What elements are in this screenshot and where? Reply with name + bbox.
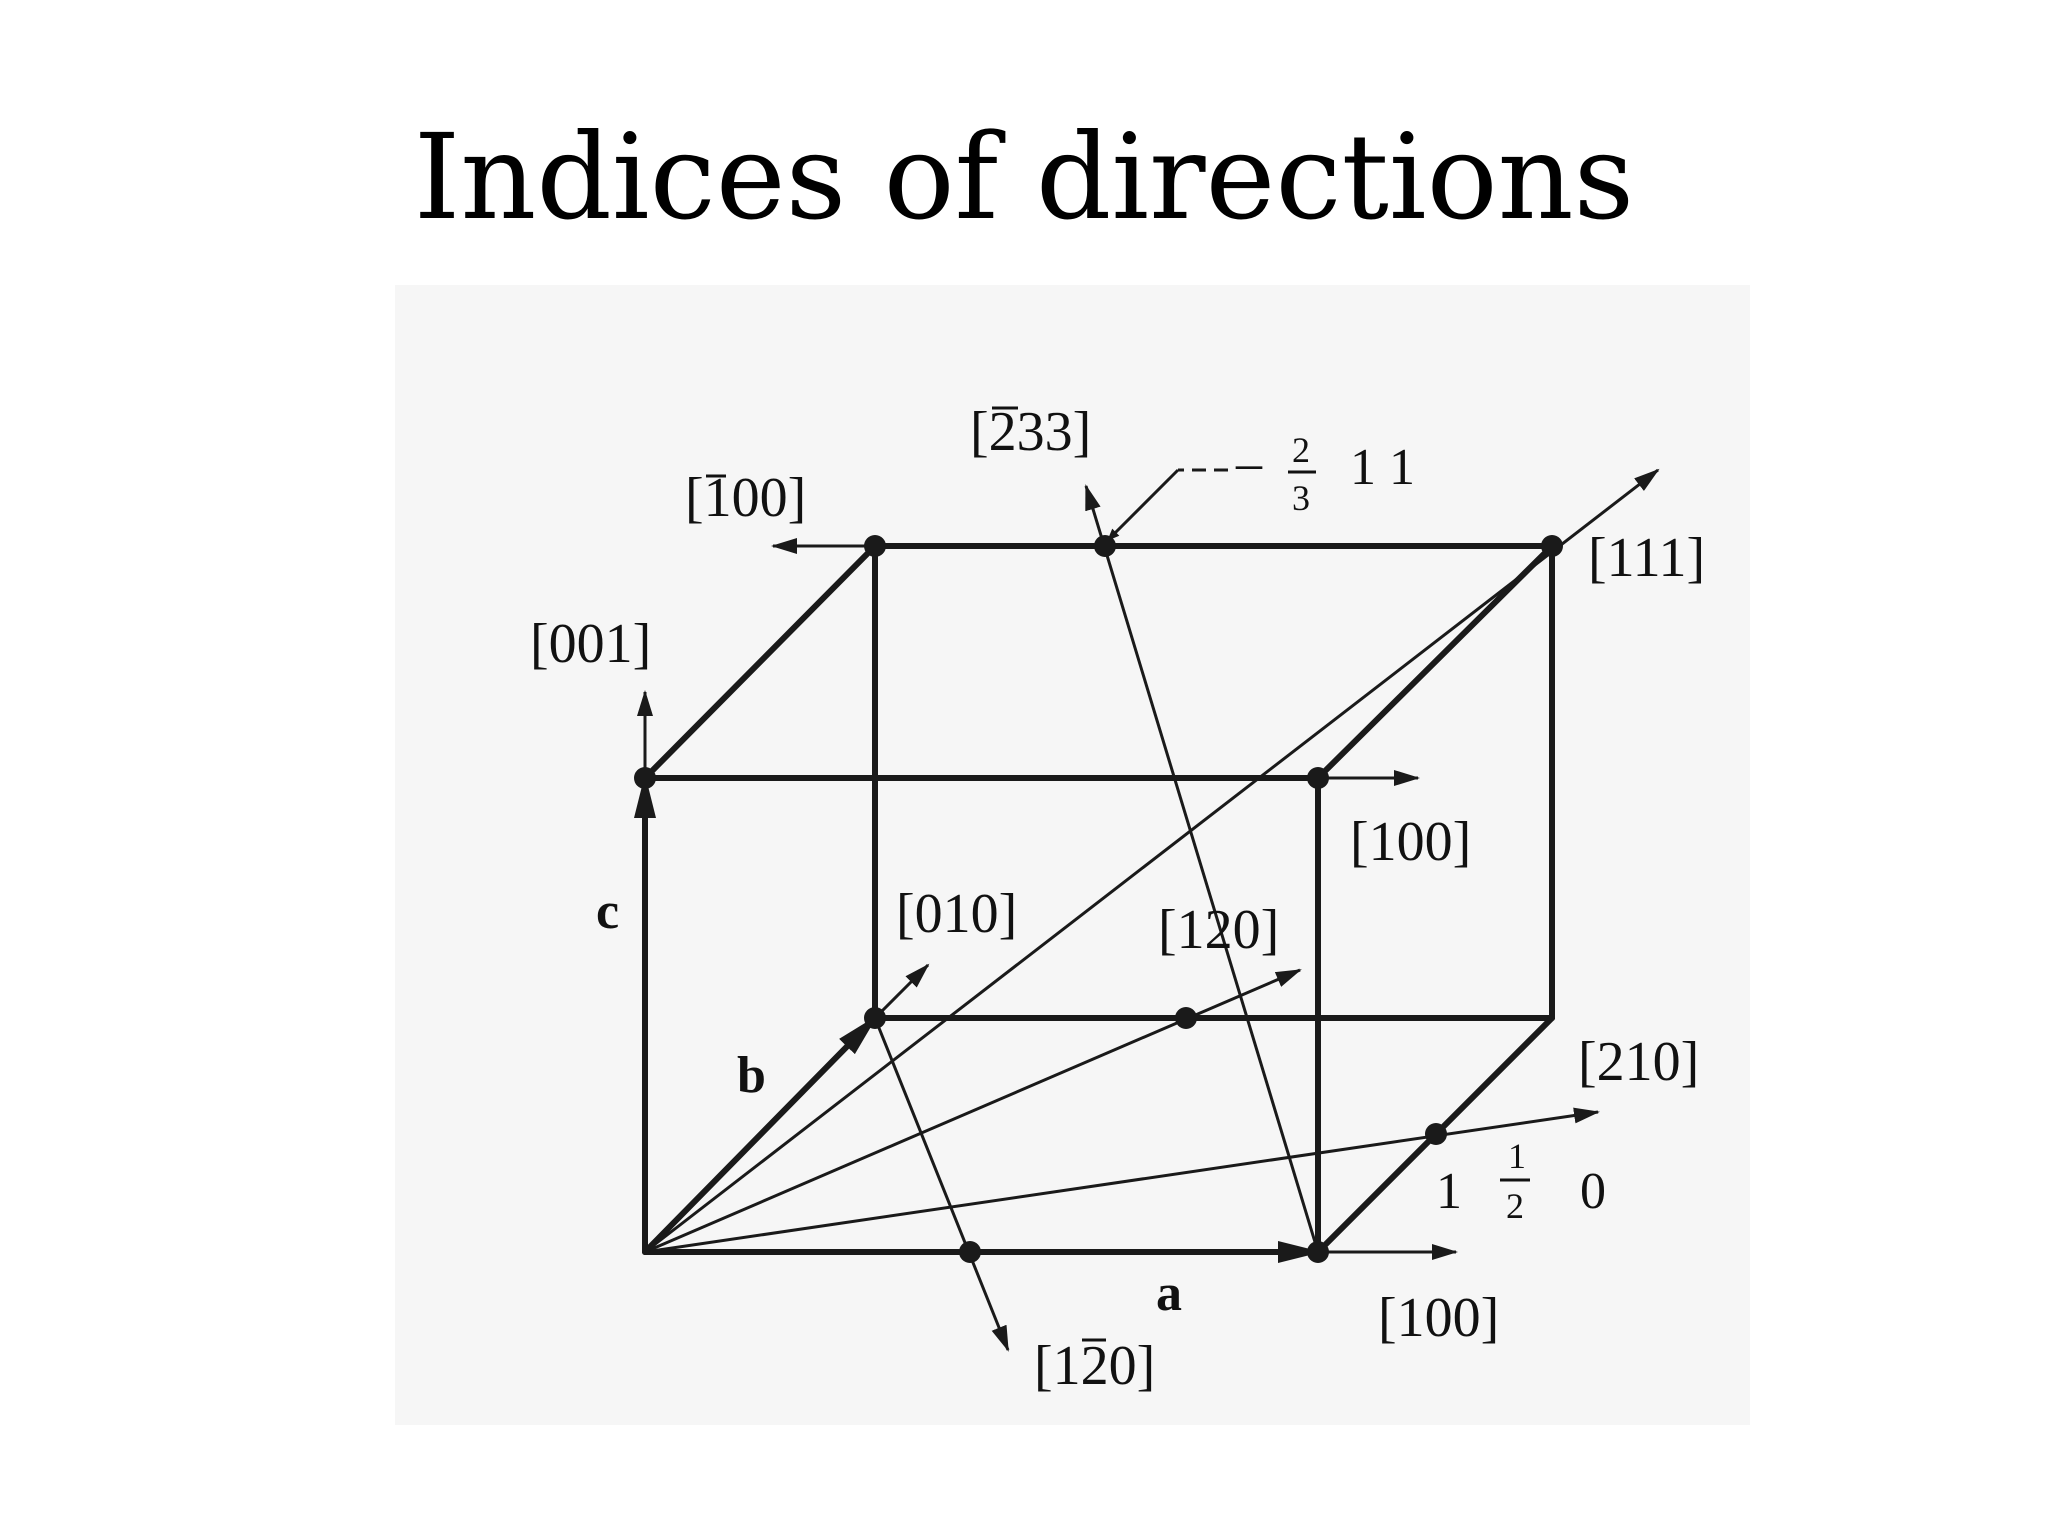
point: [1094, 535, 1116, 557]
edge: [642, 543, 878, 781]
point: [1425, 1123, 1447, 1145]
label-100-bottom: [100]: [1378, 1287, 1499, 1349]
label-100-mid: [100]: [1350, 811, 1471, 873]
annotation-top-point: – 2 3 1 1: [1235, 430, 1415, 518]
lattice-points: [634, 535, 1563, 1263]
vector-010: [873, 963, 930, 1020]
axis-label-c: c: [596, 883, 619, 940]
vector-1m20: [873, 1017, 1010, 1352]
slide-title: Indices of directions: [413, 108, 1635, 246]
point: [634, 767, 656, 789]
annotation-trail: 0: [1580, 1163, 1606, 1220]
axis-label-a: a: [1156, 1265, 1182, 1322]
point: [864, 535, 886, 557]
annotation-sign: –: [1235, 435, 1263, 492]
label-001: [001]: [530, 613, 651, 675]
label-m100: [100]: [685, 467, 806, 529]
direction-vectors: [637, 468, 1660, 1352]
vector-233: [1084, 484, 1320, 1253]
annotation-lead: 1: [1436, 1163, 1462, 1220]
label-010: [010]: [896, 883, 1017, 945]
axis-label-b: b: [737, 1047, 766, 1104]
point: [1307, 767, 1329, 789]
label-111: [111]: [1588, 527, 1705, 589]
point: [959, 1241, 981, 1263]
edge: [1315, 543, 1555, 781]
label-m233: [233]: [970, 401, 1091, 463]
axis-b-edge: [642, 1015, 878, 1255]
vector-120: [644, 968, 1302, 1254]
annotation-numerator: 1: [1508, 1136, 1526, 1176]
point: [864, 1007, 886, 1029]
annotation-denominator: 3: [1292, 478, 1310, 518]
vector-111: [644, 468, 1660, 1254]
annotation-denominator: 2: [1506, 1186, 1524, 1226]
figure-background: [395, 285, 1750, 1425]
label-1m20: [120]: [1034, 1335, 1155, 1397]
point: [1307, 1241, 1329, 1263]
annotation-rest: 1 1: [1350, 439, 1415, 496]
label-120: [120]: [1158, 899, 1279, 961]
point: [1175, 1007, 1197, 1029]
label-210: [210]: [1578, 1031, 1699, 1093]
annotation-numerator: 2: [1292, 430, 1310, 470]
point: [1541, 535, 1563, 557]
leader-top-point-diag: [1106, 468, 1180, 542]
annotation-side-point: 1 1 2 0: [1436, 1136, 1606, 1226]
